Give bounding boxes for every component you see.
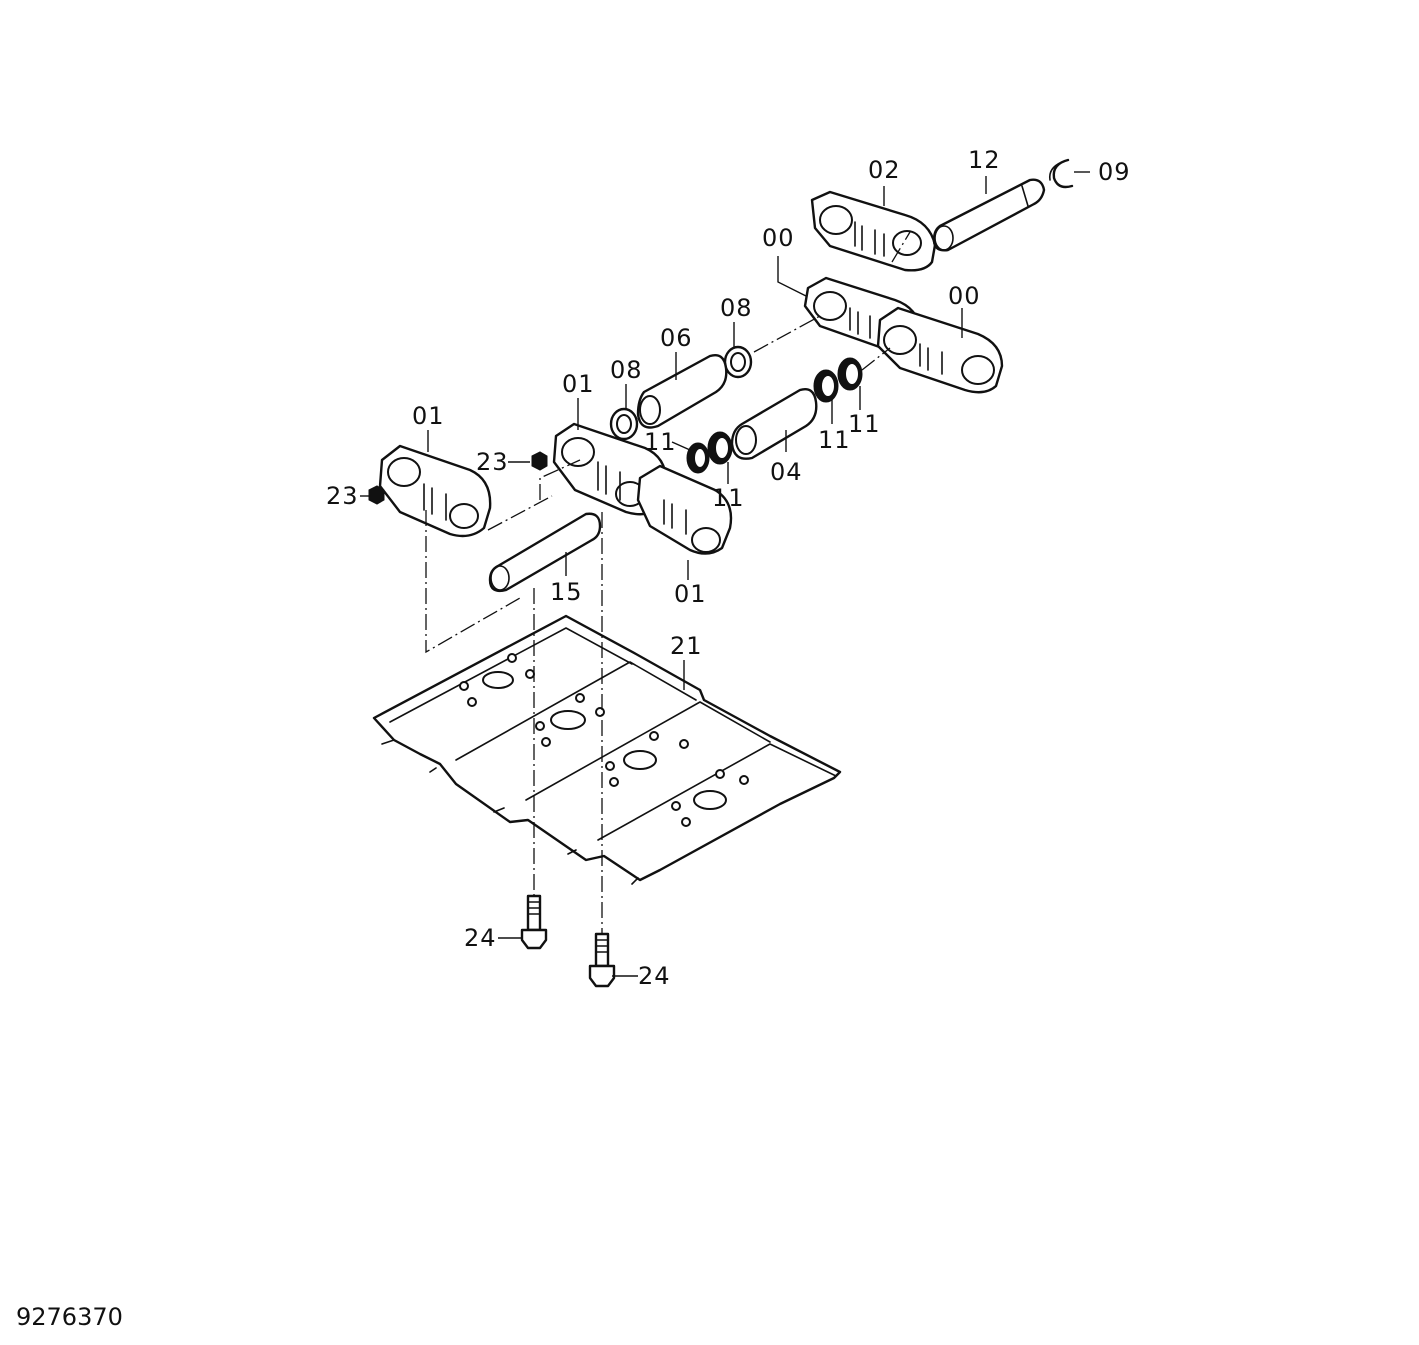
- part-11-ring-c: [813, 369, 839, 403]
- part-01-link-top-left: [378, 444, 492, 538]
- part-23-nut-upper: [531, 451, 548, 471]
- part-24-bolt-left: [520, 894, 548, 950]
- part-04-bushing: [730, 388, 818, 460]
- callout-23-upper: 23: [476, 448, 509, 476]
- part-11-ring-d: [837, 357, 863, 391]
- part-09-snap-ring: [1048, 158, 1074, 189]
- leader-lines: [360, 171, 1090, 977]
- assembly-centre-lines: [425, 231, 911, 934]
- part-15-pin: [488, 512, 602, 593]
- callout-02: 02: [868, 156, 901, 184]
- part-24-bolt-right: [588, 932, 616, 988]
- part-12-pin: [932, 178, 1046, 252]
- callout-09: 09: [1098, 158, 1131, 186]
- callout-00-left: 00: [762, 224, 795, 252]
- callout-06: 06: [660, 324, 693, 352]
- callout-15: 15: [550, 578, 583, 606]
- callout-01-bottom: 01: [674, 580, 707, 608]
- figure-number: 9276370: [16, 1303, 123, 1331]
- part-11-ring-a: [686, 442, 710, 474]
- part-21-track-shoe: [372, 614, 842, 885]
- part-23-nut-lower: [368, 485, 385, 505]
- callout-00-right: 00: [948, 282, 981, 310]
- callout-12: 12: [968, 146, 1001, 174]
- callout-08-lower: 08: [610, 356, 643, 384]
- callout-01-top-left: 01: [412, 402, 445, 430]
- callout-11-b: 11: [712, 484, 745, 512]
- part-00-link-right: [876, 306, 1004, 394]
- callout-11-c: 11: [818, 426, 851, 454]
- part-02-master-link: [810, 190, 937, 272]
- callout-08-upper: 08: [720, 294, 753, 322]
- part-06-bushing: [636, 354, 728, 429]
- part-01-link-bottom: [636, 464, 733, 555]
- callout-04: 04: [770, 458, 803, 486]
- callout-24-left: 24: [464, 924, 497, 952]
- callout-24-right: 24: [638, 962, 671, 990]
- callout-labels: 02 12 09 00 00 08 06 08 01 01 23 23 11 1…: [326, 146, 1131, 990]
- part-11-ring-b: [707, 431, 733, 465]
- callout-01-top-mid: 01: [562, 370, 595, 398]
- part-08-ring-upper: [723, 345, 753, 379]
- part-08-ring-lower: [609, 407, 639, 441]
- callout-23-lower: 23: [326, 482, 359, 510]
- callout-11-a: 11: [644, 428, 677, 456]
- callout-21: 21: [670, 632, 703, 660]
- callout-11-d: 11: [848, 410, 881, 438]
